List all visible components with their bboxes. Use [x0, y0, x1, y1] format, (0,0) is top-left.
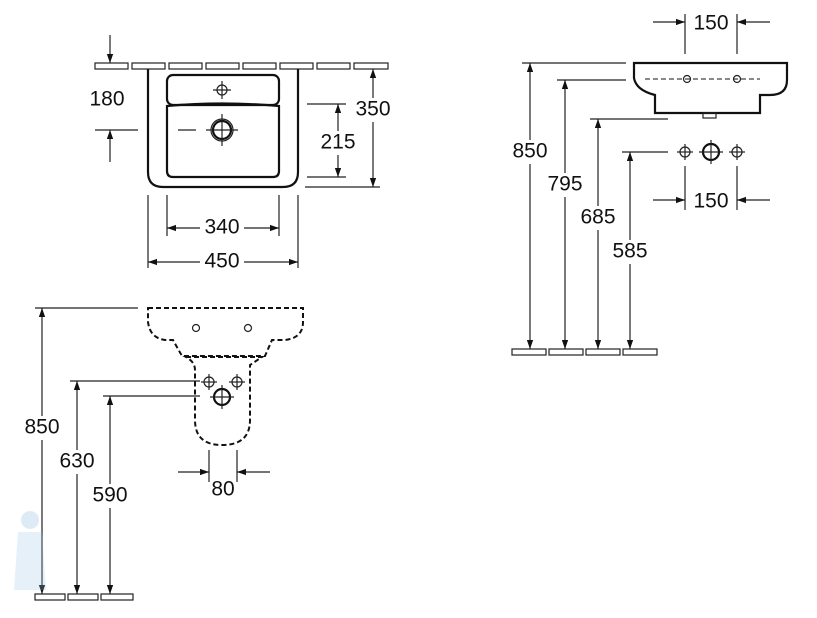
- dim-590-label: 590: [92, 484, 127, 507]
- drain-outlet: [702, 112, 717, 119]
- dim-630-label: 630: [59, 450, 94, 473]
- dim-340-label: 340: [204, 216, 239, 239]
- dim-80-label: 80: [211, 478, 234, 501]
- connection-points-icon: [677, 140, 745, 164]
- front-view: 80 850 630 590: [20, 307, 304, 601]
- drain-icon: [178, 114, 238, 146]
- dim-150-bottom-label: 150: [693, 190, 728, 213]
- dim-215-label: 215: [320, 131, 355, 154]
- basin-outline: [146, 69, 300, 189]
- plumber-logo-watermark: [14, 511, 46, 590]
- dim-180-label: 180: [89, 88, 124, 111]
- tap-hole-icon: [213, 81, 231, 99]
- dim-150-top-label: 150: [693, 12, 728, 35]
- pedestal-outline: [182, 356, 266, 447]
- side-view: 150 150 850 795 685 585: [508, 12, 789, 356]
- top-view: 180 350 215 340 450: [89, 35, 394, 274]
- basin-side-profile: [632, 61, 789, 115]
- wall-tiles-top: [94, 62, 389, 70]
- dim-850-front-label: 850: [24, 416, 59, 439]
- basin-front-outline: [147, 307, 304, 357]
- connection-points-front-icon: [201, 374, 245, 409]
- dim-350-label: 350: [355, 98, 390, 121]
- dim-585-label: 585: [612, 240, 647, 263]
- dim-450-label: 450: [204, 250, 239, 273]
- dim-850-side-label: 850: [512, 140, 547, 163]
- floor-tiles-front: [34, 593, 134, 601]
- floor-tiles-side: [511, 348, 658, 356]
- basin-bowl: [165, 102, 281, 179]
- dim-685-label: 685: [580, 206, 615, 229]
- dim-795-label: 795: [547, 173, 582, 196]
- basin-tap-deck: [165, 73, 281, 107]
